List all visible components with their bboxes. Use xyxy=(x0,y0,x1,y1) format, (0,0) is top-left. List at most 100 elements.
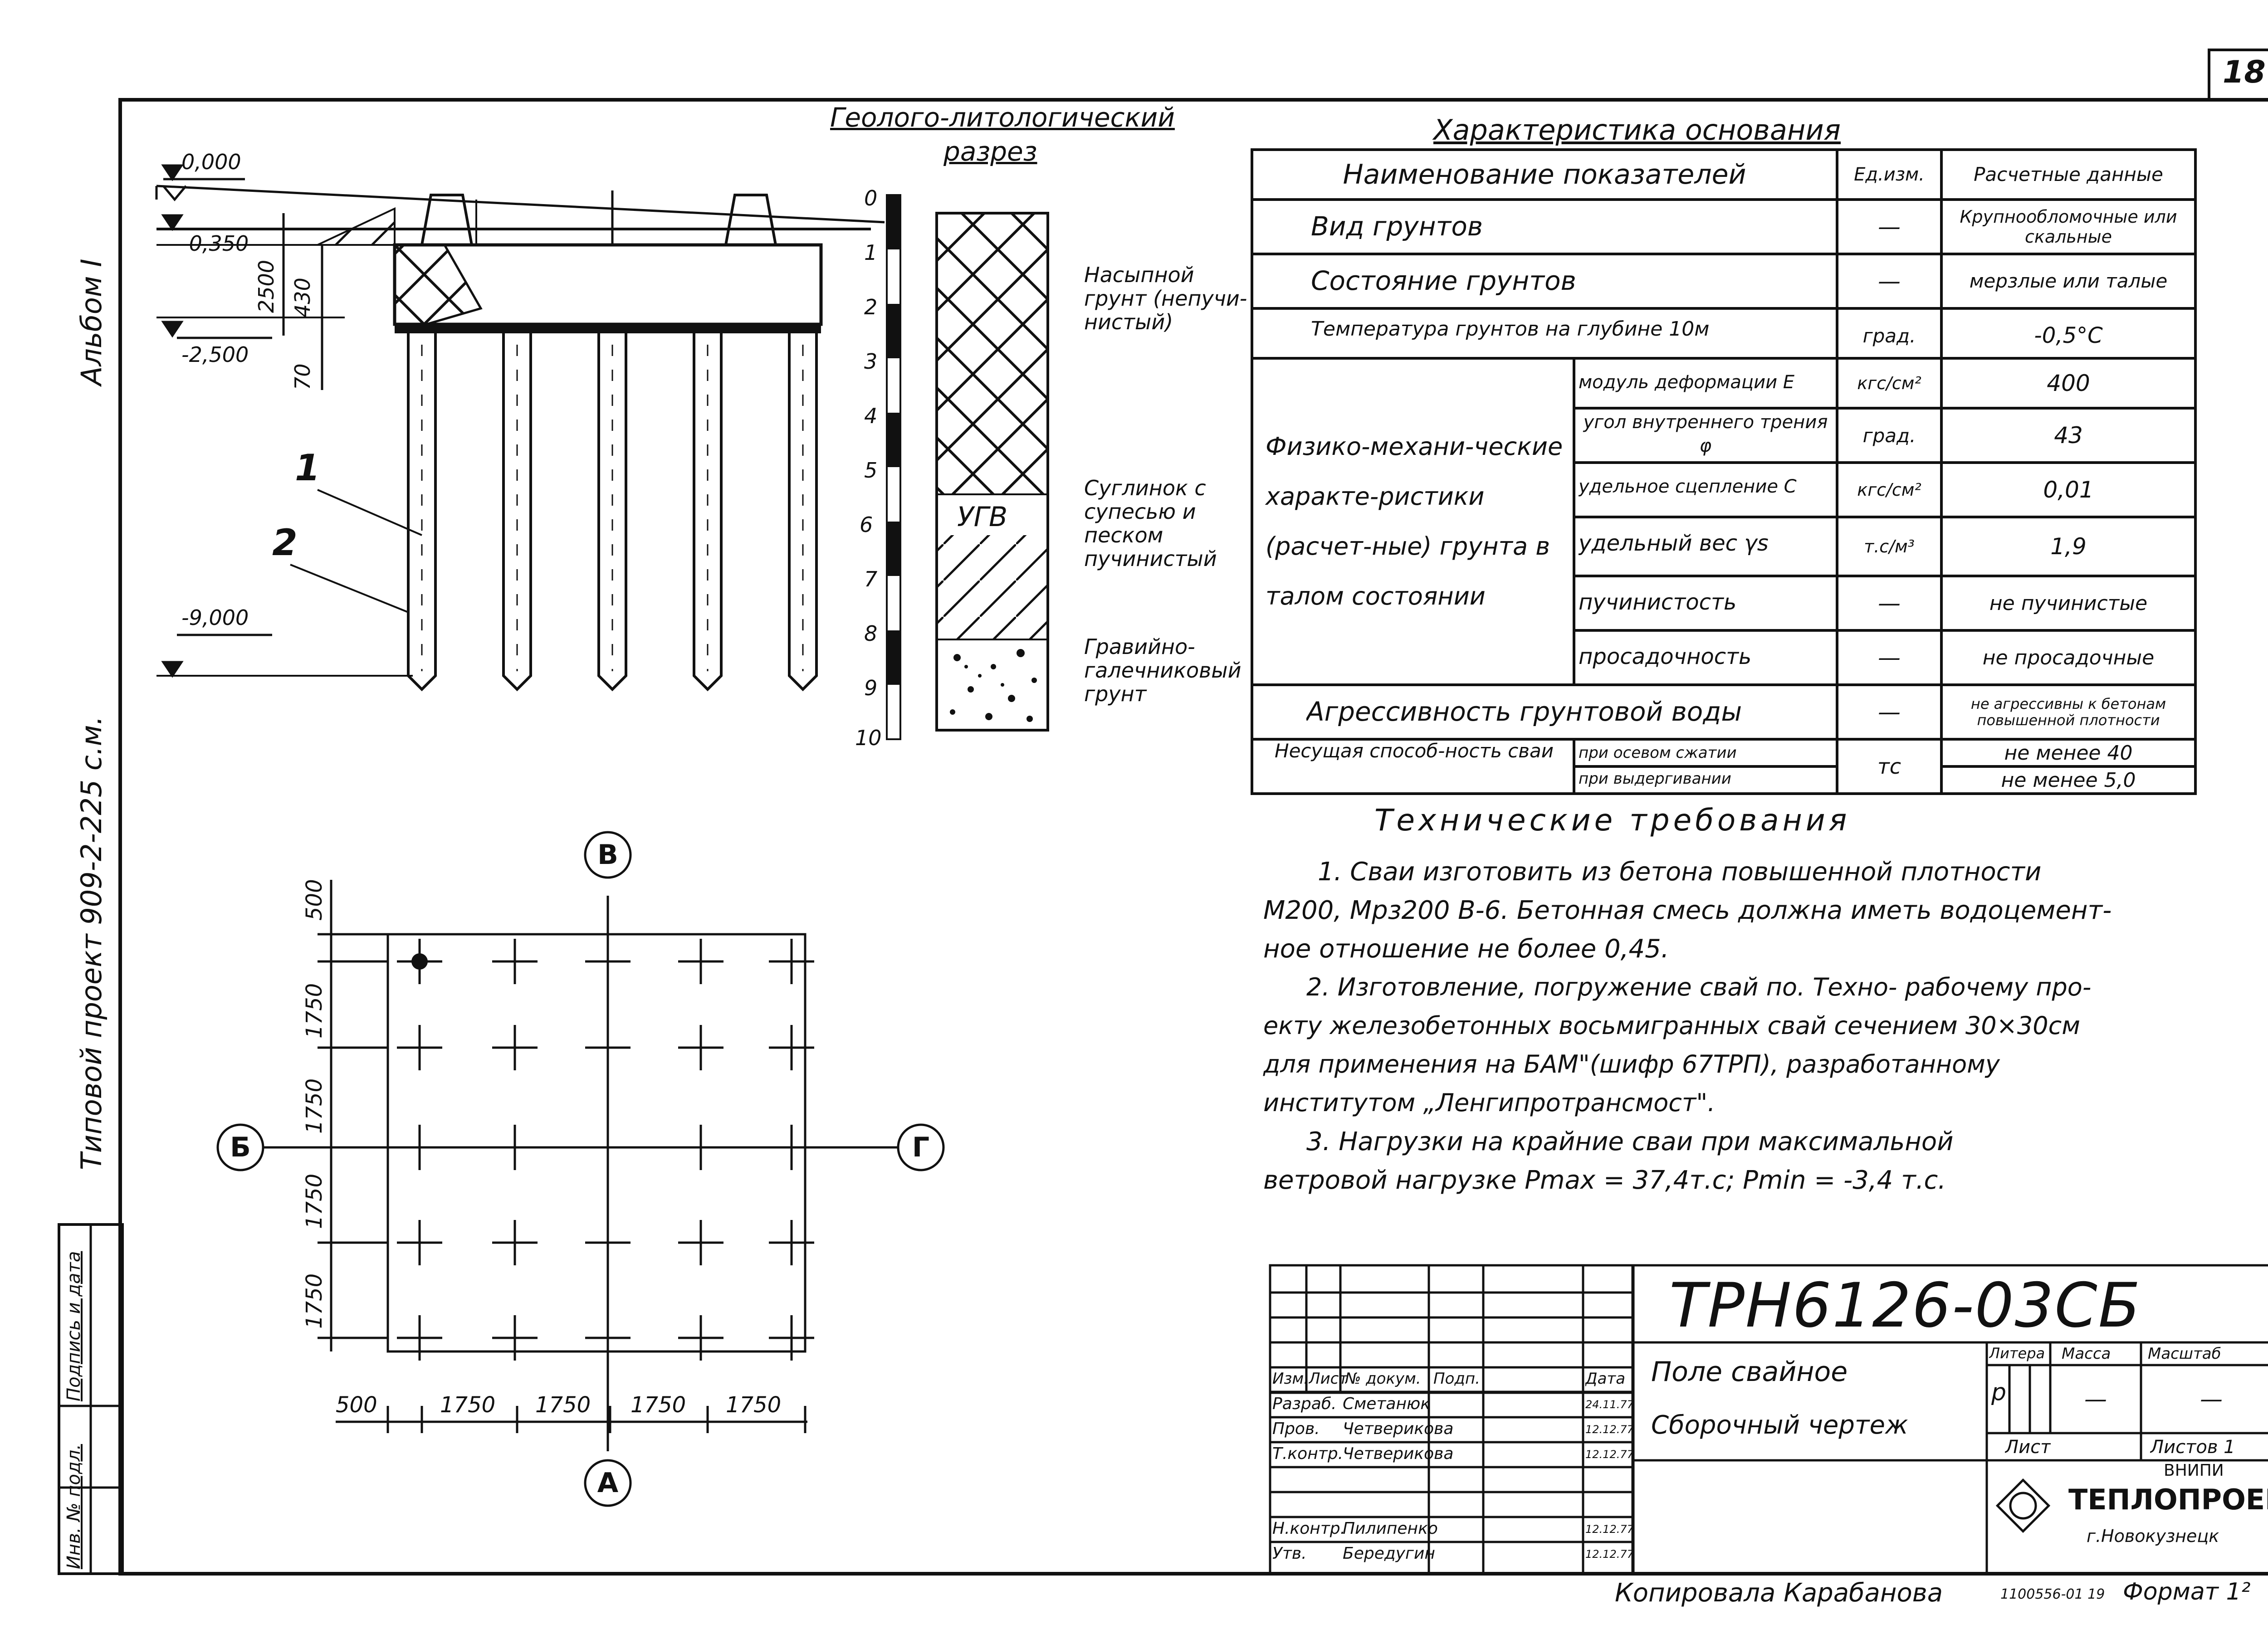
row-aggr-unit: — xyxy=(1878,699,1901,725)
row-soil-state-unit: — xyxy=(1878,268,1901,294)
row-temp-name: Температура грунтов на глубине 10м xyxy=(1311,317,1710,341)
depth-0: 0 xyxy=(864,186,878,210)
depth-8: 8 xyxy=(864,621,878,646)
dim-h-1750-3: 1750 xyxy=(631,1392,686,1418)
elevation-0: 0,000 xyxy=(181,150,241,174)
strip-sign-date: Подпись и дата xyxy=(64,1251,84,1401)
row-aggr-name: Агрессивность грунтовой воды xyxy=(1306,696,1742,727)
org-logo xyxy=(1995,1478,2051,1533)
stamp-date-4: 12.12.77 xyxy=(1585,1523,1634,1536)
depth-6: 6 xyxy=(860,512,873,537)
props-header-name: Наименование показателей xyxy=(1343,159,1746,190)
row-soil-state-name: Состояние грунтов xyxy=(1311,265,1576,296)
footer-format: Формат 1² xyxy=(2123,1578,2251,1605)
axis-b-label: Б xyxy=(230,1132,251,1163)
row-bearing-sub-compress: при осевом сжатии xyxy=(1579,744,1737,762)
layer-fill: Насыпной грунт (непучи-нистый) xyxy=(1084,263,1247,334)
stamp-date-1: 24.11.77 xyxy=(1585,1398,1634,1411)
depth-2: 2 xyxy=(864,295,878,319)
stamp-scale-head: Масштаб xyxy=(2148,1345,2221,1363)
row-bearing-value-compress: не менее 40 xyxy=(2004,741,2133,765)
tech-line-1: 1. Сваи изготовить из бетона повышенной … xyxy=(1318,857,2042,887)
axis-bubbles xyxy=(216,831,945,1507)
stamp-head-doc: № докум. xyxy=(1345,1370,1421,1388)
section-subtitle: разрез xyxy=(943,136,1037,167)
stamp-role-3: Т.контр. xyxy=(1272,1444,1344,1463)
depth-9: 9 xyxy=(864,676,878,700)
props-table-grid xyxy=(1251,148,2197,795)
row-subsidence-unit: — xyxy=(1878,644,1901,671)
stamp-org-1: ВНИПИ xyxy=(2164,1461,2224,1480)
depth-3: 3 xyxy=(864,349,878,374)
dim-2500: 2500 xyxy=(254,259,279,313)
row-soil-type-name: Вид грунтов xyxy=(1311,211,1483,242)
footer-num: 1100556-01 19 xyxy=(2000,1586,2105,1602)
row-cohesion-unit: кгс/см² xyxy=(1857,480,1921,500)
strip-inv-no: Инв. № подл. xyxy=(64,1444,84,1569)
stamp-head-list: Лист xyxy=(1309,1370,1348,1388)
footer-copied: Копировала Карабанова xyxy=(1615,1578,1943,1608)
row-subsidence-name: просадочность xyxy=(1579,644,1752,669)
stamp-date-5: 12.12.77 xyxy=(1585,1548,1634,1561)
row-soil-type-unit: — xyxy=(1878,214,1901,240)
axis-a-label: А xyxy=(597,1467,619,1499)
stamp-org-3: г.Новокузнецк xyxy=(2087,1526,2219,1546)
row-bearing-sub-pullout: при выдергивании xyxy=(1579,770,1731,788)
row-bearing-name: Несущая способ-ность сваи xyxy=(1275,740,1554,762)
row-soil-type-value: Крупнообломочные или скальные xyxy=(1960,207,2177,247)
row-weight-value: 1,9 xyxy=(2050,533,2087,560)
tech-line-9: ветровой нагрузке Pmax = 37,4т.с; Pmin =… xyxy=(1263,1166,1946,1195)
depth-4: 4 xyxy=(864,404,878,428)
layer-loam: Суглинок с супесью и песком пучинистый xyxy=(1084,476,1217,571)
dim-h-1750-4: 1750 xyxy=(726,1392,782,1418)
stamp-lit-head: Литера xyxy=(1989,1345,2045,1362)
tech-line-7: институтом „Ленгипротрансмост". xyxy=(1263,1088,1716,1117)
tech-line-8: 3. Нагрузки на крайние сваи при максимал… xyxy=(1306,1127,1954,1156)
stamp-role-5: Утв. xyxy=(1272,1544,1307,1563)
axis-v-label: В xyxy=(597,839,618,871)
stamp-name-2: Сборочный чертеж xyxy=(1651,1410,1908,1440)
tech-title: Технические требования xyxy=(1374,803,1851,838)
sheet-frame xyxy=(118,98,2268,1576)
row-heaving-value: не пучинистые xyxy=(1989,591,2148,615)
dim-70: 70 xyxy=(290,363,315,390)
tech-line-2: М200, Мрз200 В-6. Бетонная смесь должна … xyxy=(1263,896,2112,925)
stamp-name-p1: Сметанюк xyxy=(1343,1395,1431,1413)
tech-line-4: 2. Изготовление, погружение свай по. Тех… xyxy=(1306,973,2092,1001)
row-heaving-name: пучинистость xyxy=(1579,590,1737,615)
row-modulus-unit: кгс/см² xyxy=(1857,373,1921,393)
tech-line-6: для применения на БАМ"(шифр 67ТРП), разр… xyxy=(1263,1050,2000,1078)
row-modulus-name: модуль деформации E xyxy=(1579,372,1795,393)
stamp-org-2: ТЕПЛОПРОЕКТ xyxy=(2068,1483,2268,1516)
row-aggr-value: не агрессивны к бетонам повышенной плотн… xyxy=(1970,695,2166,729)
ugv-label: УГВ xyxy=(957,501,1008,533)
row-bearing-unit: тс xyxy=(1877,754,1901,779)
dim-430: 430 xyxy=(290,278,315,317)
row-friction-unit: град. xyxy=(1862,424,1916,447)
row-cohesion-value: 0,01 xyxy=(2043,477,2094,503)
depth-7: 7 xyxy=(864,567,878,591)
row-weight-name: удельный вес γs xyxy=(1579,531,1769,556)
elevation-0350: -0,350 xyxy=(181,231,249,256)
row-subsidence-value: не просадочные xyxy=(1982,646,2155,669)
pile-crosses xyxy=(397,939,814,1361)
props-header-value: Расчетные данные xyxy=(1974,163,2163,185)
album-label: Альбом I xyxy=(75,259,108,385)
tech-line-3: ное отношение не более 0,45. xyxy=(1263,934,1669,964)
stamp-role-2: Пров. xyxy=(1272,1420,1320,1438)
props-header-unit: Ед.изм. xyxy=(1854,164,1925,185)
row-weight-unit: т.с/м³ xyxy=(1864,537,1915,556)
row-temp-unit: град. xyxy=(1862,324,1916,347)
stamp-head-izm: Изм. xyxy=(1272,1370,1309,1388)
dim-h-500: 500 xyxy=(336,1392,377,1418)
pile-plan xyxy=(254,880,903,1451)
row-friction-value: 43 xyxy=(2054,422,2083,449)
row-bearing-value-pullout: не менее 5,0 xyxy=(2001,768,2136,792)
dim-v-500: 500 xyxy=(302,879,327,921)
row-friction-name: угол внутреннего трения φ xyxy=(1583,412,1828,456)
project-label: Типовой проект 909-2-225 с.м. xyxy=(75,716,108,1170)
dim-v-1750-4: 1750 xyxy=(302,1273,327,1329)
stamp-mass-head: Масса xyxy=(2062,1345,2111,1363)
stamp-date-2: 12.12.77 xyxy=(1585,1423,1634,1436)
